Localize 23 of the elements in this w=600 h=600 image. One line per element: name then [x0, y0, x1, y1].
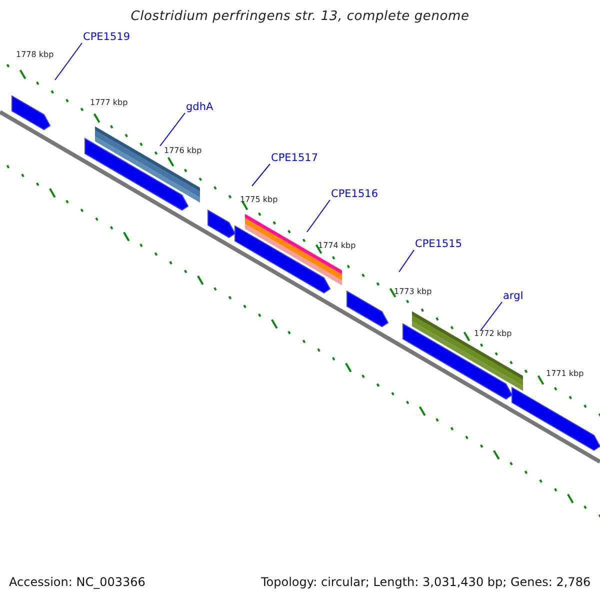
leader-line: [160, 112, 186, 146]
gene-label: CPE1519: [83, 31, 130, 44]
position-label: 1772 kbp: [474, 329, 512, 339]
leader-line: [252, 164, 270, 186]
gene-label: CPE1515: [415, 238, 462, 251]
leader-line: [54, 42, 82, 80]
gene-label: argI: [503, 290, 524, 303]
leader-line: [480, 302, 502, 330]
position-label: 1778 kbp: [16, 50, 54, 60]
position-label: 1777 kbp: [90, 98, 128, 108]
gene-label: gdhA: [186, 101, 214, 114]
leader-line: [398, 250, 414, 272]
position-label: 1774 kbp: [318, 241, 356, 251]
gene-label: CPE1516: [331, 188, 378, 201]
leader-line: [306, 200, 330, 232]
position-label: 1775 kbp: [240, 195, 278, 205]
gene-label: CPE1517: [271, 152, 318, 165]
footer-text: Topology: circular; Length: 3,031,430 bp; Genes: 2,786: [261, 575, 591, 589]
position-label: 1773 kbp: [394, 287, 432, 297]
position-label: 1776 kbp: [164, 146, 202, 156]
position-label: 1771 kbp: [546, 369, 584, 379]
title: Clostridium perfringens str. 13, complete genome: [130, 9, 470, 24]
footer-text: Accession: NC_003366: [9, 575, 146, 589]
